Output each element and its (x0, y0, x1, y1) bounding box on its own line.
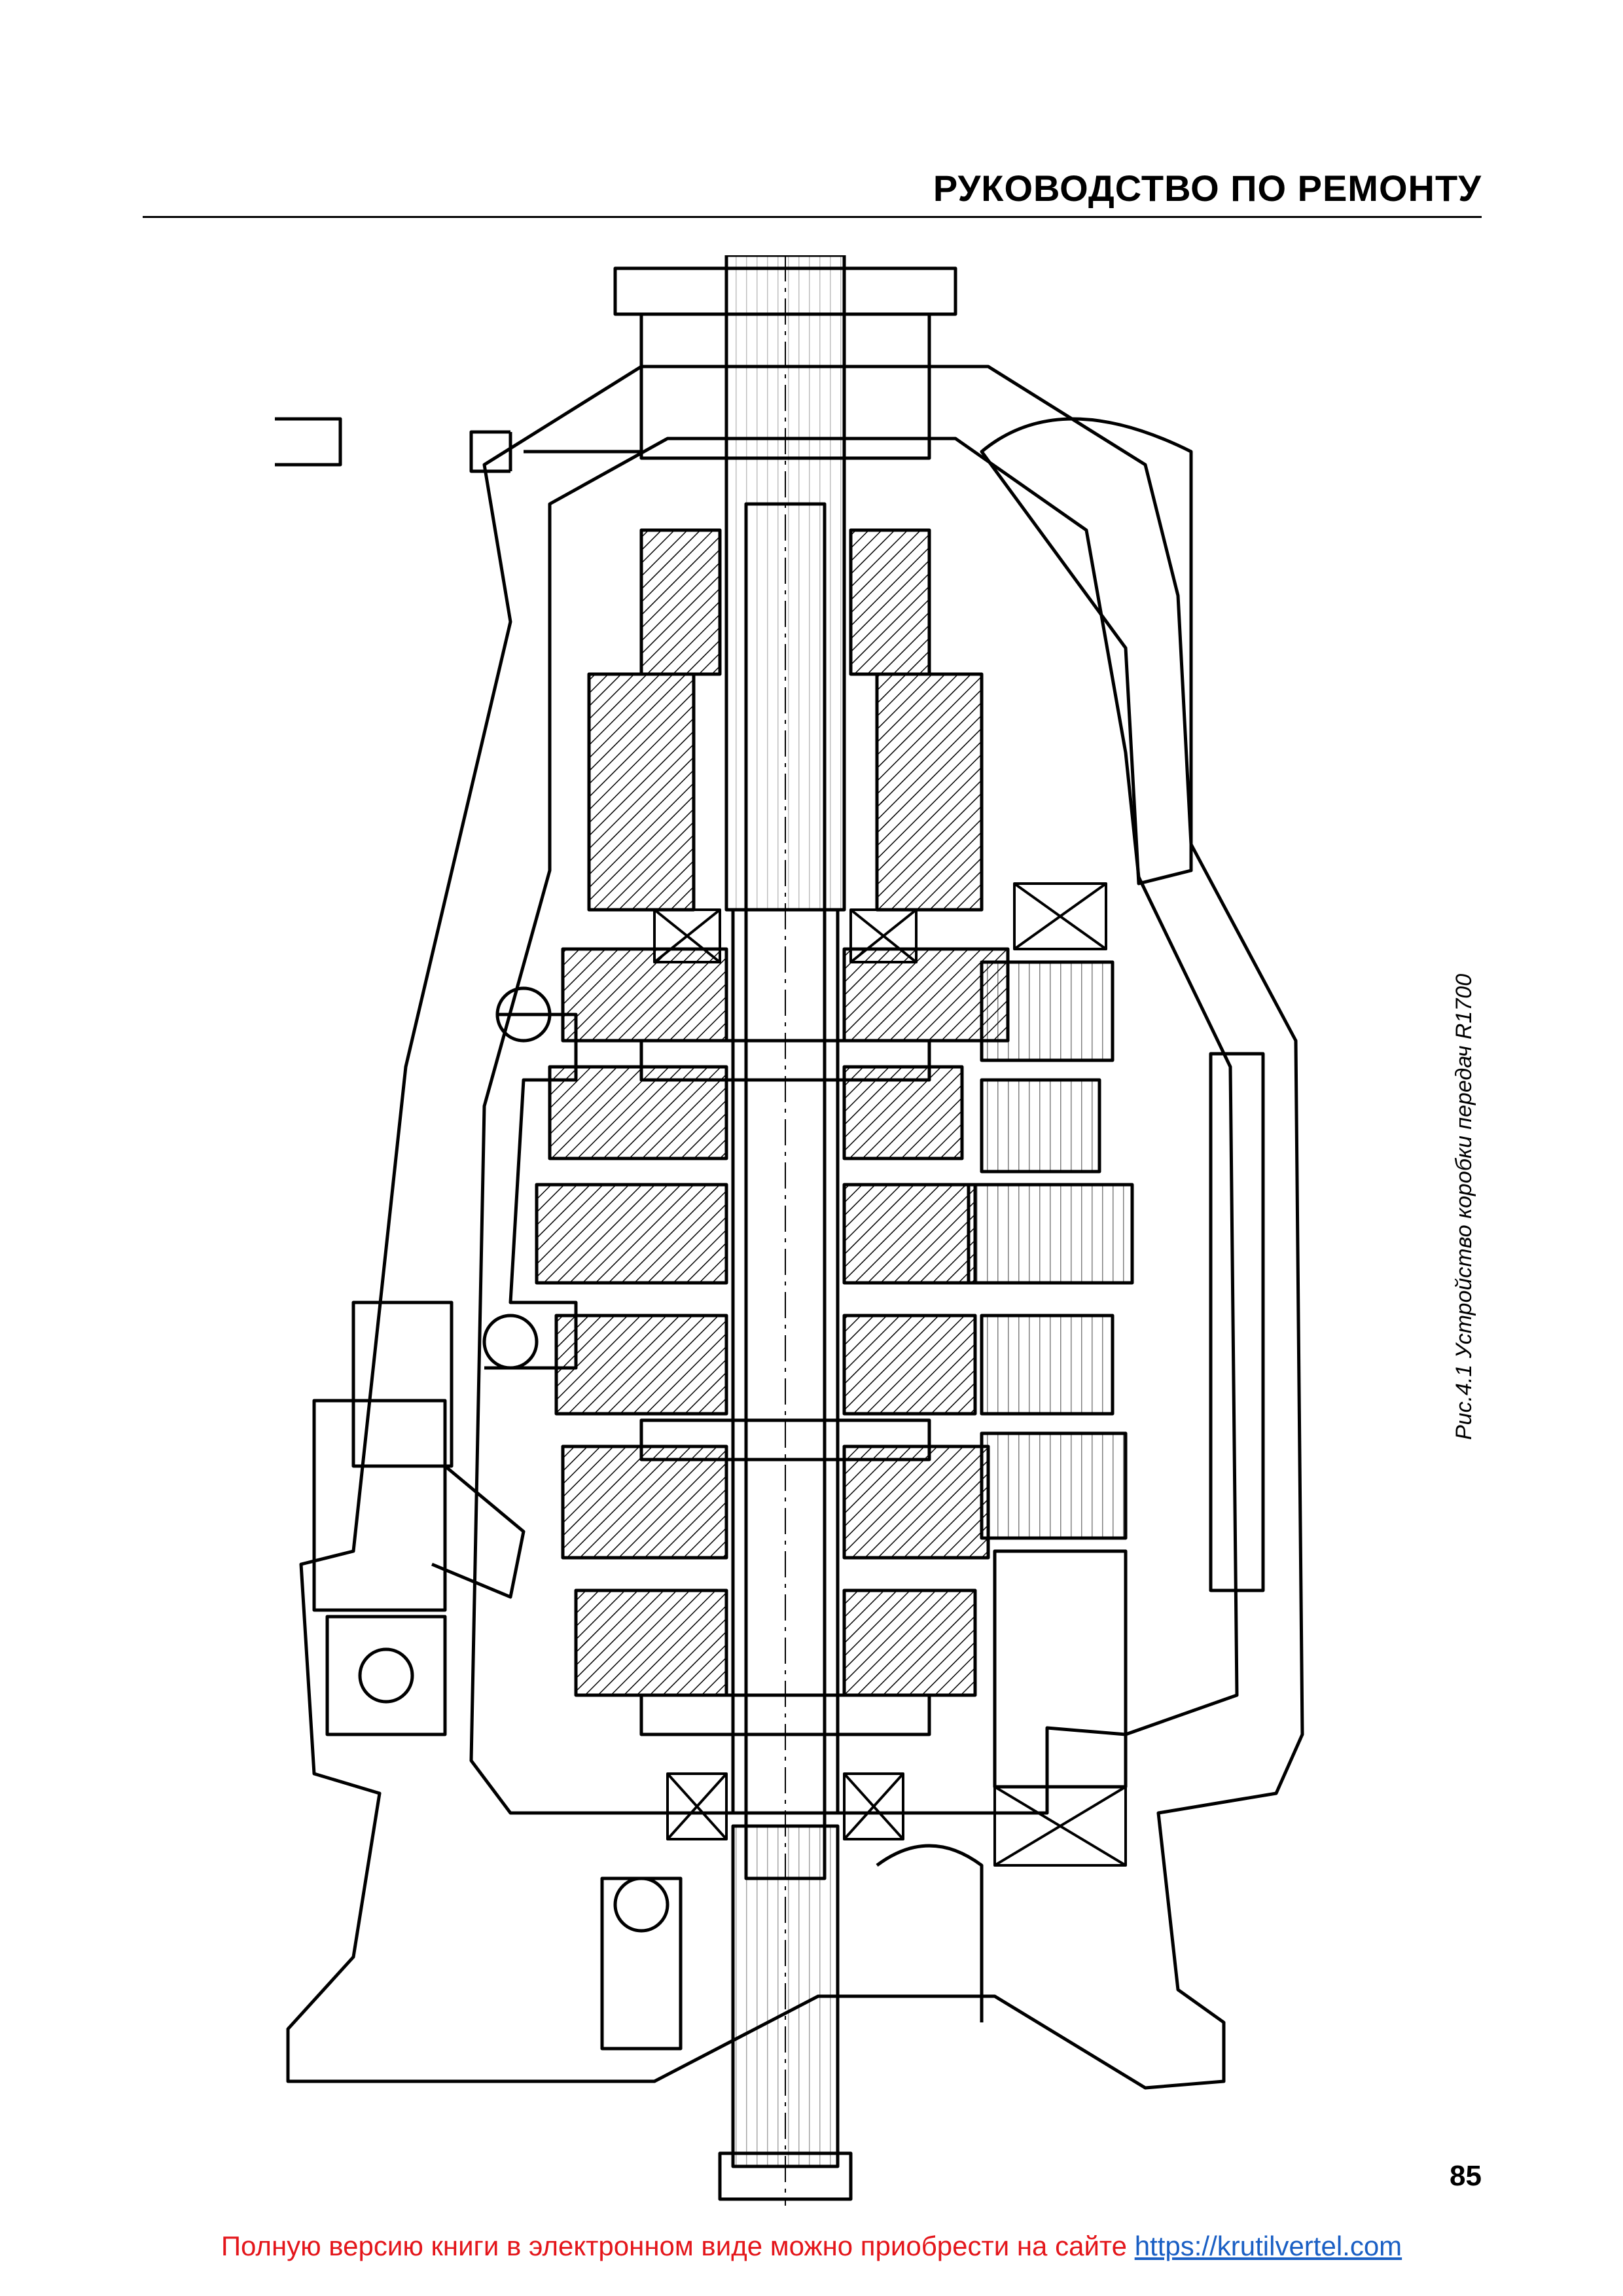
footer-promo: Полную версию книги в электронном виде м… (0, 2231, 1623, 2262)
figure-caption: Рис.4.1 Устройство коробки передач R1700 (1452, 973, 1476, 1440)
footer-promo-text: Полную версию книги в электронном виде м… (221, 2231, 1135, 2261)
header-rule (143, 216, 1482, 218)
gearbox-cross-section-drawing (275, 255, 1304, 2206)
footer-link[interactable]: https://krutilvertel.com (1134, 2231, 1402, 2261)
page-number: 85 (1450, 2160, 1482, 2192)
page-header-title: РУКОВОДСТВО ПО РЕМОНТУ (933, 168, 1482, 209)
